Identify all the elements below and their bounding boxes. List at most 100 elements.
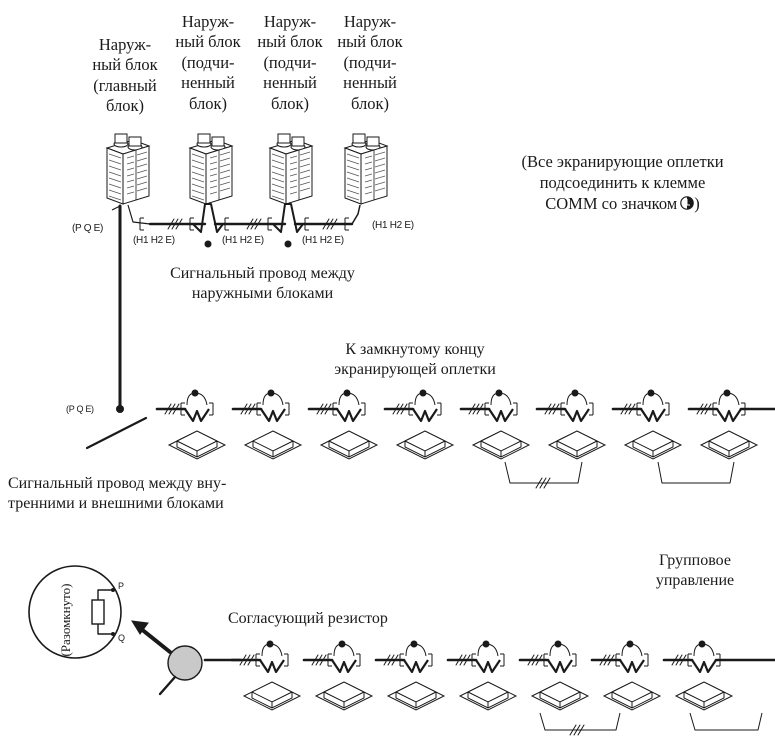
cable-hatch [319,654,327,666]
cable-hatch [527,654,535,666]
cable-hatch [311,654,319,666]
outdoor-unit-part [126,173,135,177]
outdoor-unit-part [136,163,148,168]
outdoor-unit-part [191,195,205,201]
shield-ground-dot [482,640,490,648]
cable-hatch [544,403,552,415]
outdoor-unit-icon [105,133,151,205]
cable-hatch [696,403,704,415]
outdoor-unit-part [374,169,386,174]
cable-hatch [476,403,484,415]
cable-hatch [322,218,330,230]
outdoor-unit-part [289,191,298,195]
shield-note-end: ) [694,193,700,213]
outdoor-unit-part [364,173,373,177]
cable-hatch [324,403,332,415]
indoor-drop-wire [547,659,573,674]
pointer-arrow-shaft [138,626,172,654]
terminal-bracket [399,653,404,667]
outdoor-unit-part [136,187,148,192]
indoor-drop-wire [716,408,742,423]
outdoor-unit-part [299,169,311,174]
indoor-unit-body [395,681,437,709]
wire-path [111,205,121,211]
outdoor-unit-part [289,173,298,177]
cable-hatch [316,403,324,415]
terminal-bracket [615,653,620,667]
resistor-pin-p: P [118,581,124,591]
outdoor-unit-part [271,177,285,183]
outdoor-unit-part [271,183,285,189]
shield-ground-dot [343,389,351,397]
indoor-unit-body [556,430,598,458]
indoor-unit-body [539,681,581,709]
terminal-bracket [408,402,413,416]
outdoor-unit-part [209,155,218,159]
indoor-unit-body [480,430,522,458]
outdoor-unit-icon [343,133,389,205]
indoor-unit-body [176,430,218,458]
indoor-unit-edge [328,440,370,457]
outdoor-unit-part [209,167,218,171]
indoor-unit-body [252,430,294,458]
cable-hatch [383,654,391,666]
cable-hatch [459,654,467,666]
terminal-bracket [560,402,565,416]
outdoor-unit-part [299,157,311,162]
outdoor-unit-part [211,136,225,147]
indoor-signal-caption: Сигнальный провод между вну- тренними и … [8,475,227,512]
terminal-bracket [256,402,261,416]
shield-ground-dot [284,240,292,248]
ground-symbol-icon [680,195,695,210]
outdoor-unit-part [271,171,285,177]
pin-dot [111,588,115,592]
resistor-symbol [91,599,105,625]
cable-hatch [172,403,180,415]
outdoor-signal-caption: Сигнальный провод между наружными блокам… [170,265,355,302]
outdoor-unit-part [289,179,298,183]
terminal-bracket [284,653,289,667]
junction-dot [116,405,124,413]
cable-hatch [704,403,712,415]
terminal-bracket [344,217,349,231]
outdoor-unit-part [209,191,218,195]
shield-ground-dot [266,640,274,648]
indoor-unit-edge [539,691,581,708]
outdoor-unit-part [191,159,205,165]
indoor-drop-wire [184,408,210,423]
cable-hatch [671,654,679,666]
indoor-unit-body [632,430,674,458]
cable-hatch [675,654,683,666]
outdoor-unit-part [364,155,373,159]
outdoor-unit-part [136,151,148,156]
terminal-bracket [687,653,692,667]
indoor-drop-wire [691,659,717,674]
shield-note-text: (Все экранирующие оплетки подсоединить к… [521,152,724,213]
shield-ground-dot [647,389,655,397]
connector-handle [158,675,177,696]
shield-ground-dot [554,640,562,648]
indoor-drop-wire [336,408,362,423]
indoor-unit-edge [480,440,522,457]
cable-hatch [246,218,254,230]
outdoor-unit-part [126,191,135,195]
indoor-drop-wire [260,408,286,423]
shield-ground-dot [419,389,427,397]
outdoor-unit-part [191,165,205,171]
outdoor-unit-part [108,165,122,171]
outdoor-unit-part [219,175,231,180]
outdoor-unit-part [374,151,386,156]
shield-ground-dot [191,389,199,397]
outdoor-unit-icon [268,133,314,205]
outdoor-unit-part [346,195,360,201]
outdoor-unit-part [126,155,135,159]
indoor-unit-body [251,681,293,709]
cable-hatch [552,403,560,415]
outdoor-unit-part [291,136,305,147]
terminal-h1h2e: (H1 H2 E) [302,235,344,246]
terminal-bracket [189,217,194,231]
outdoor-unit-part [271,195,285,201]
outdoor-unit-part [346,171,360,177]
cable-hatch [171,218,179,230]
